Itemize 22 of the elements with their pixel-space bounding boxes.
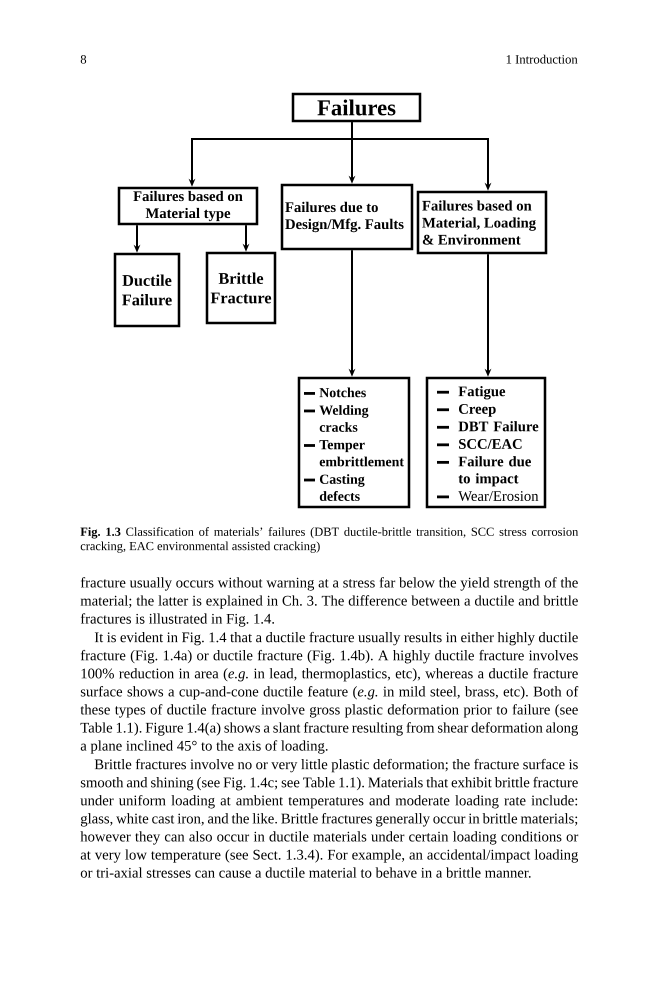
leaf-box: Brittle Fracture — [206, 252, 276, 324]
figure-caption: Fig. 1.3 Classification of materials’ failures (DBT ductile-brittle transition, SCC stress corrosion cracking, EAC environmental assisted cracking) — [80, 527, 578, 553]
list-item: Temper embrittlement — [319, 440, 404, 466]
list-item: Fatigue — [458, 386, 506, 400]
list-item: Creep — [458, 404, 496, 417]
paragraph: fracture usually occurs without warning at a stress far below the yield strength of the material; the latter is explained in Ch. 3. The difference between a ductile and brittle fractures is illustrated in Fig. 1.4. — [80, 577, 578, 627]
list-item: SCC/EAC — [459, 439, 522, 449]
list-item: Wear/Erosion — [458, 491, 538, 502]
paragraph: Brittle fractures involve no or very little plastic deformation; the fracture surface is smooth and shining (see Fig. 1.4c; see Table 1.1). Materials that exhibit brittle fracture under uniform loading at ambient temperatures and moderate loading rate include: glass, white cast iron, and the like. Brittle fractures generally occur in brittle materials; however they can also occur in ductile materials under certain loading conditions or at very low temperature (see Sect. 1.3.4). For example, an accidental/impact loading or tri-axial stresses can cause a ductile material to behave in a brittle manner. — [80, 758, 578, 878]
leaf-box: Ductile Failure — [114, 252, 180, 328]
list-item: Casting defects — [320, 474, 365, 501]
category-box: Failures based on Material type — [118, 186, 258, 226]
list-item: Notches — [320, 388, 366, 398]
paragraph: It is evident in Fig. 1.4 that a ductile fracture usually results in either highly ductile fracture (Fig. 1.4a) or ductile fracture (Fig. 1.4b). A highly ductile fracture involves 100% reduction in area (e.g. in lead, thermoplastics, etc), whereas a ductile fracture surface shows a cup-and-cone ductile feature (e.g. in mild steel, brass, etc). Both of these types of ductile fracture involve gross plastic deformation prior to failure (see Table 1.1). Figure 1.4(a) shows a slant fracture resulting from shear deformation along a plane inclined 45° to the axis of loading. — [80, 632, 578, 754]
category-box: Failures based on Material, Loading & Environment — [416, 190, 548, 254]
page-number: 8 — [80, 55, 86, 64]
list-item: DBT Failure — [458, 421, 538, 432]
running-head: 1 Introduction — [506, 54, 578, 64]
category-box: Failures due to Design/Mfg. Faults — [280, 184, 414, 250]
root-box: Failures — [292, 92, 422, 122]
list-item: Welding cracks — [319, 405, 368, 432]
list-item: Failure due to impact — [458, 456, 531, 486]
